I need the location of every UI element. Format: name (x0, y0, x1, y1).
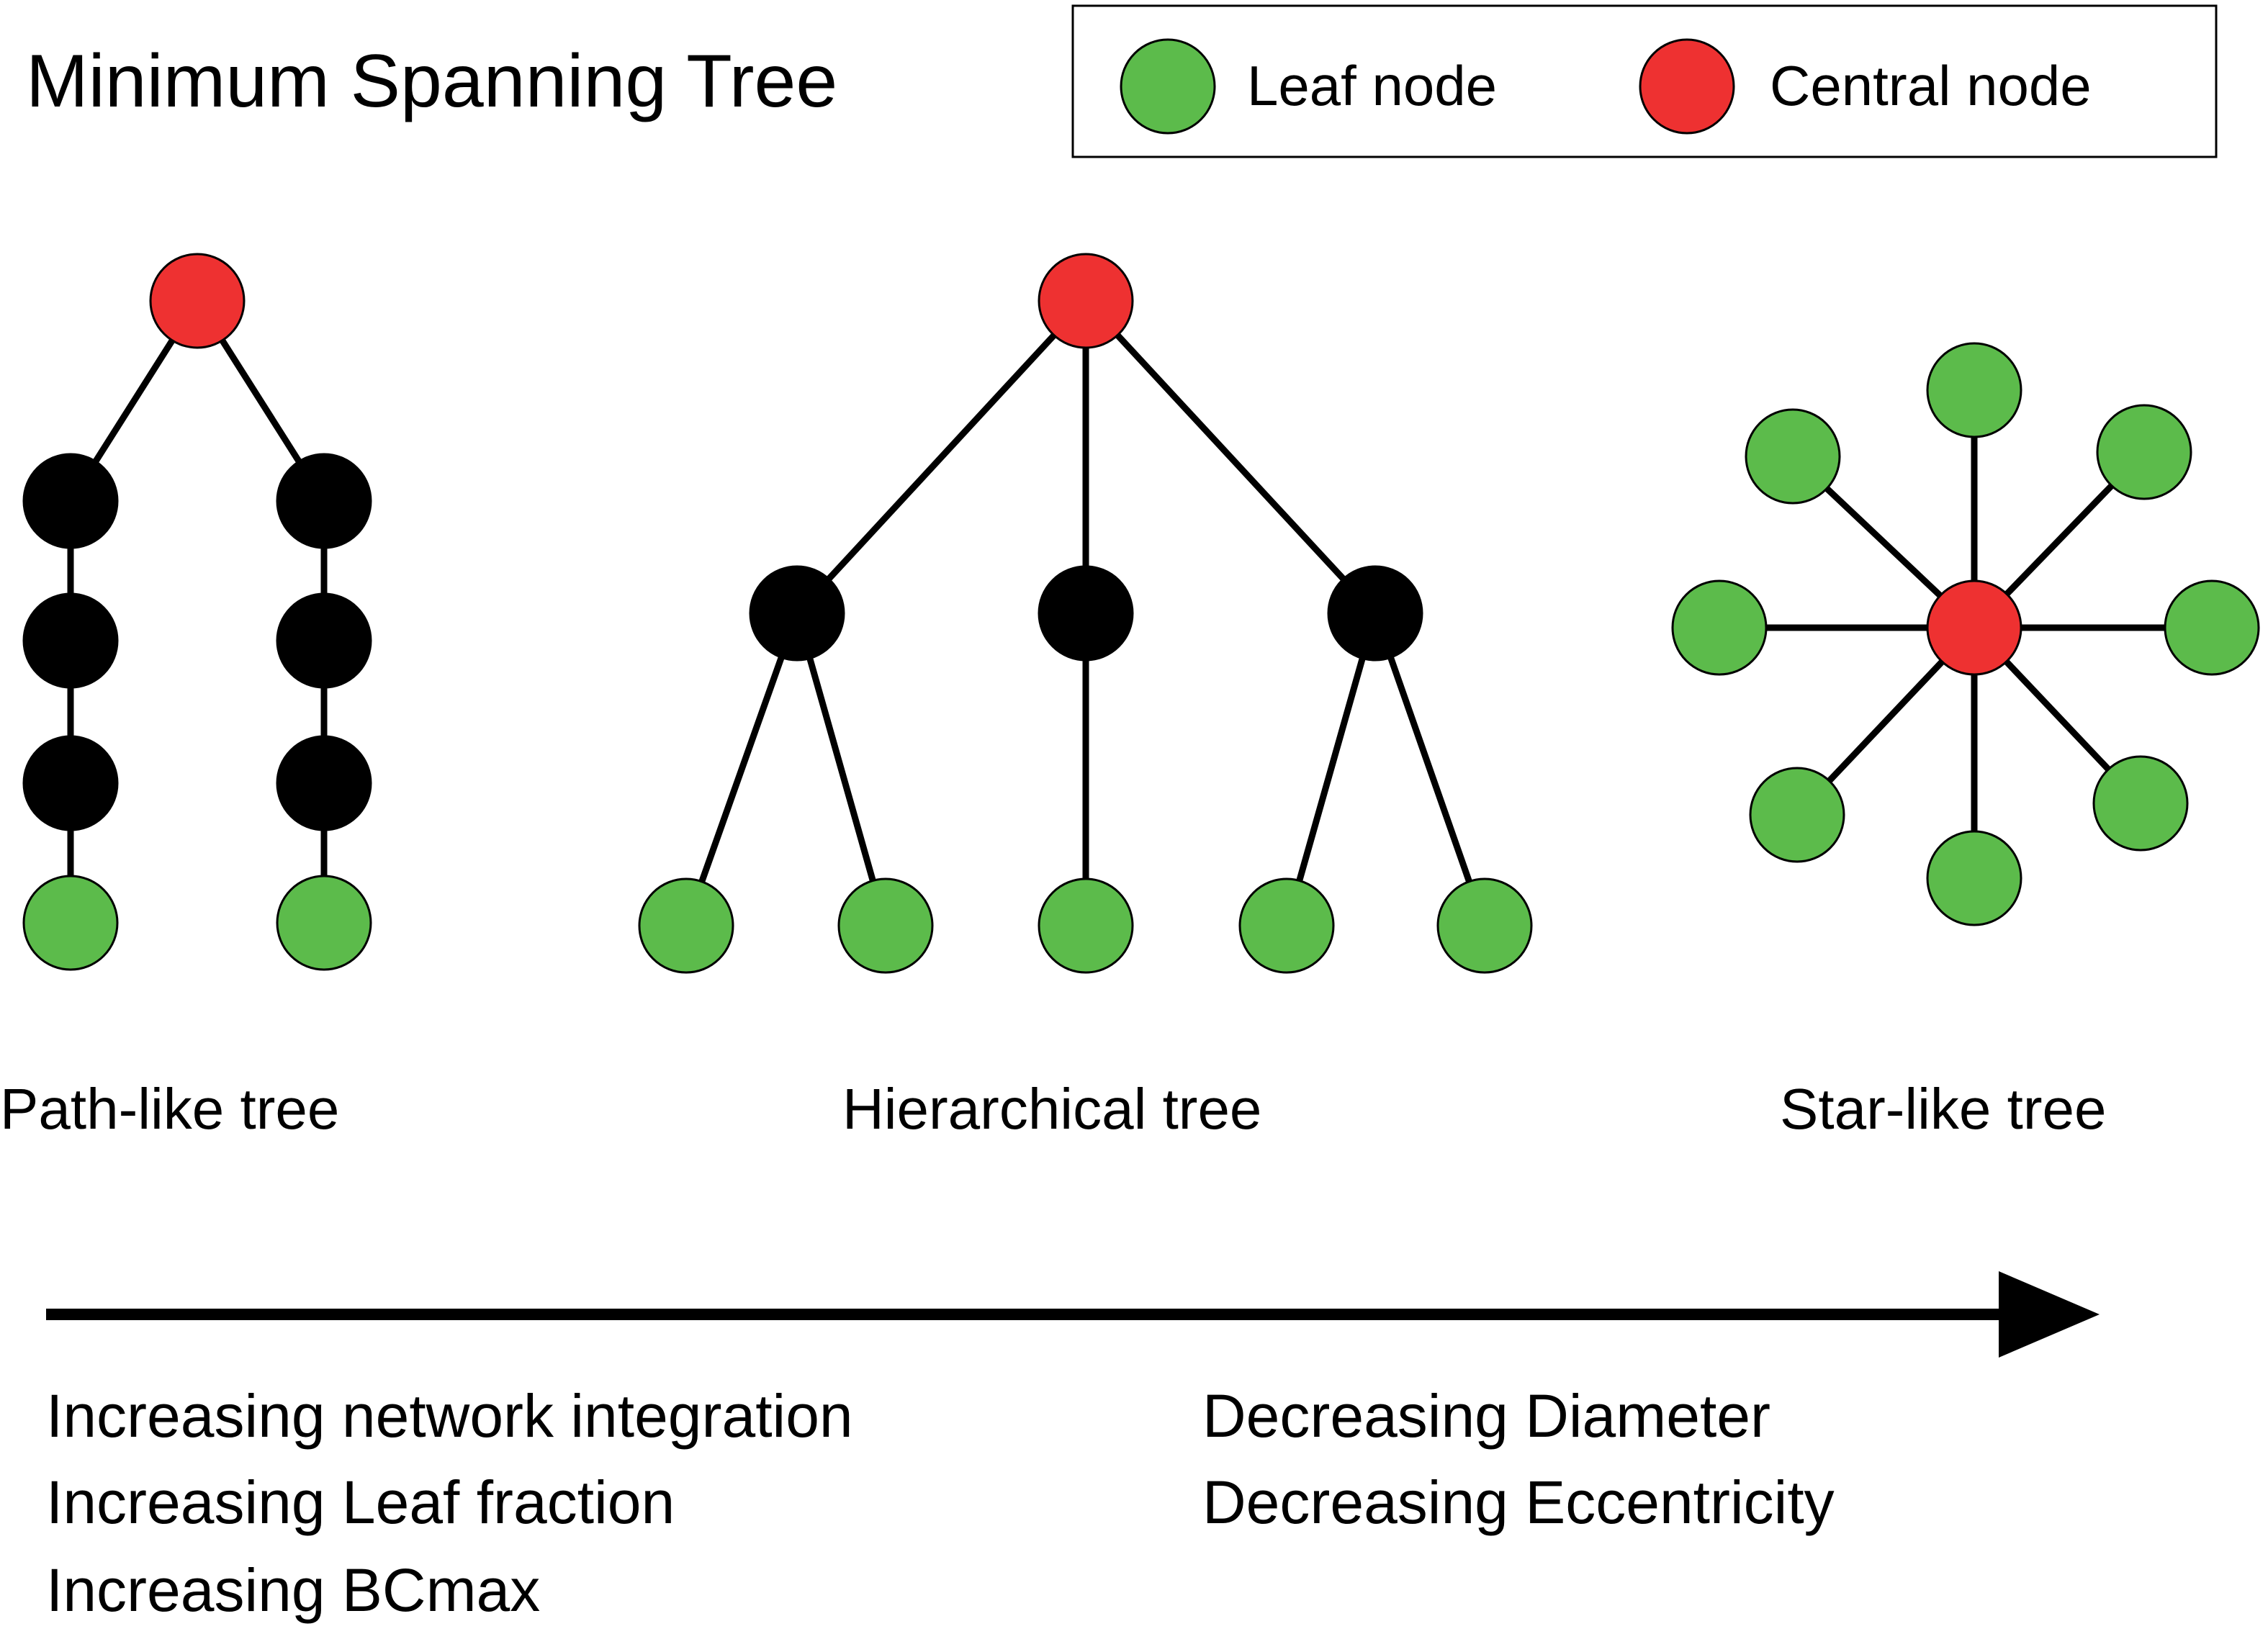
legend-leaf-label: Leaf node (1247, 54, 1497, 117)
leaf-node (1238, 877, 1335, 974)
leaf-node (1745, 408, 1841, 505)
hierarchical-tree-edge (793, 610, 889, 929)
leaf-node (2164, 579, 2260, 676)
legend-leaf-swatch (1120, 38, 1216, 135)
leaf-node (1749, 767, 1845, 863)
leaf-node (1671, 579, 1768, 676)
tree-label-star: Star-like tree (1780, 1077, 2106, 1141)
legend-central-swatch (1639, 38, 1735, 135)
trend-item: Decreasing Eccentricity (1202, 1468, 1835, 1536)
hierarchical-tree-edge (1283, 610, 1379, 929)
leaf-node (1926, 830, 2022, 926)
intermediate-node (1327, 565, 1423, 662)
hierarchical-tree-edges (683, 297, 1488, 929)
hierarchical-tree-edge (793, 297, 1089, 617)
intermediate-node (276, 592, 372, 689)
trend-item: Increasing Leaf fraction (46, 1468, 675, 1536)
legend-box (1071, 4, 2218, 158)
star-like-tree: Star-like tree (1671, 342, 2260, 1141)
page-title: Minimum Spanning Tree (26, 40, 837, 123)
hierarchical-tree: Hierarchical tree (638, 253, 1533, 1141)
hierarchical-tree-edge (1372, 610, 1488, 929)
leaf-node (638, 877, 734, 974)
intermediate-node (22, 592, 119, 689)
central-node (149, 253, 246, 349)
central-node (1038, 253, 1134, 349)
intermediate-node (1038, 565, 1134, 662)
leaf-node (1926, 342, 2022, 438)
leaf-node (2092, 755, 2189, 852)
hierarchical-tree-edge (683, 610, 801, 929)
path-like-tree: Path-like tree (0, 253, 372, 1141)
trend-list-left: Increasing network integration Increasin… (46, 1382, 853, 1624)
central-node (1926, 579, 2022, 676)
intermediate-node (22, 735, 119, 831)
tree-label-path: Path-like tree (0, 1077, 339, 1141)
trend-arrow-head (1999, 1271, 2100, 1358)
hierarchical-tree-edge (1082, 297, 1379, 617)
leaf-node (276, 875, 372, 971)
tree-label-hierarchical: Hierarchical tree (842, 1077, 1261, 1141)
trend-arrow (46, 1271, 2100, 1358)
intermediate-node (749, 565, 845, 662)
leaf-node (2096, 404, 2192, 500)
trend-item: Increasing BCmax (46, 1556, 540, 1624)
intermediate-node (276, 735, 372, 831)
legend-central-label: Central node (1770, 54, 2092, 117)
leaf-node (1038, 877, 1134, 974)
leaf-node (837, 877, 934, 974)
intermediate-node (22, 453, 119, 549)
trend-list-right: Decreasing Diameter Decreasing Eccentric… (1202, 1382, 1835, 1536)
intermediate-node (276, 453, 372, 549)
trend-item: Decreasing Diameter (1202, 1382, 1770, 1450)
leaf-node (22, 875, 119, 971)
legend: Leaf node Central node (1071, 4, 2218, 158)
leaf-node (1436, 877, 1533, 974)
trend-item: Increasing network integration (46, 1382, 853, 1450)
